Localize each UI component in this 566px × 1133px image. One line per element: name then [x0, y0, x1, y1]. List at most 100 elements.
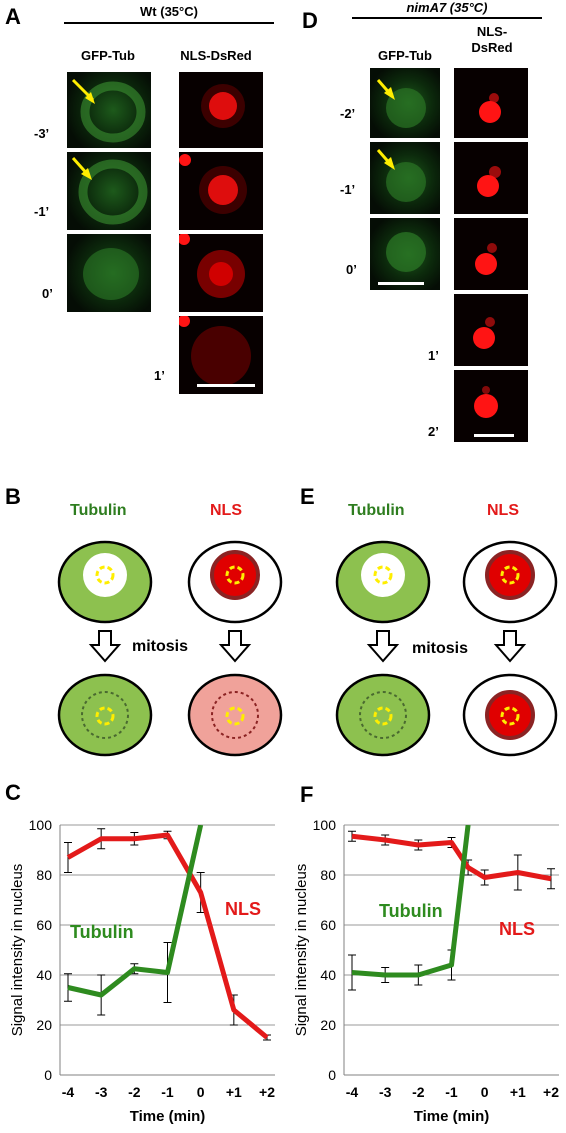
cell-e-tubulin-post: [335, 673, 431, 757]
cell-b-nls-post: [187, 673, 283, 757]
chart-f-ytick-label: 100: [313, 817, 337, 833]
chart-f-label-tubulin: Tubulin: [379, 901, 443, 921]
chart-c-series-nls: [64, 828, 271, 1041]
chart-f-line-tubulin: [351, 825, 471, 978]
diagram-b: [57, 540, 283, 757]
panel-letter-e: E: [300, 484, 315, 509]
chart-f-label-nls: NLS: [499, 919, 535, 939]
panel-a-col-nls: NLS-DsRed: [180, 48, 252, 63]
diagram-b-label-nls: NLS: [210, 502, 242, 519]
chart-f-ytick-label: 60: [320, 917, 336, 933]
panel-letter-b: B: [5, 484, 21, 509]
panel-a-title-rule: [64, 22, 274, 24]
cell-b-tubulin-post: [57, 673, 153, 757]
panel-a-title: Wt (35°C): [140, 4, 198, 19]
micrograph-d-gfp-1: [370, 68, 440, 138]
micrograph-a-nls-1: [179, 72, 263, 148]
arrow-e-nls: [493, 630, 527, 663]
spindle-b-3: [95, 706, 115, 726]
chart-c-xtick-label: +2: [259, 1084, 275, 1100]
chart-c-ytick-label: 0: [44, 1067, 52, 1083]
panel-d-col-nls: NLS-: [476, 24, 508, 39]
chart-c-ytick-label: 20: [36, 1017, 52, 1033]
spindle-e-3: [373, 706, 393, 726]
scale-bar-d-gfp: [378, 282, 424, 285]
chart-c-series-tubulin: [64, 825, 204, 1016]
nucleus-e-tubulin-pre: [361, 553, 405, 597]
timepoint-d-4: 1’: [428, 348, 439, 363]
chart-c-ylabel: Signal intensity in nucleus: [9, 864, 26, 1037]
panel-d-title-rule: [352, 17, 542, 19]
timepoint-d-1: -2’: [340, 106, 356, 121]
chart-c-ytick-label: 60: [36, 917, 52, 933]
panel-d-title: nimA7 (35°C): [406, 0, 488, 15]
micrograph-a-nls-4: [179, 316, 263, 394]
chart-c-label-tubulin: Tubulin: [70, 922, 134, 942]
chart-c-line-tubulin: [67, 825, 204, 998]
chart-f-xlabel: Time (min): [414, 1108, 490, 1125]
chart-c-label-nls: NLS: [225, 899, 261, 919]
timepoint-d-2: -1’: [340, 182, 356, 197]
chart-c-xtick-label: -4: [62, 1084, 75, 1100]
micrograph-d-gfp-2: [370, 142, 440, 214]
chart-f-ytick-label: 20: [320, 1017, 336, 1033]
nucleus-b-tubulin-post: [81, 691, 129, 739]
chart-f-xtick-label: -1: [445, 1084, 458, 1100]
micrograph-d-gfp-3: [370, 218, 440, 290]
spindle-e-1: [373, 565, 393, 585]
timepoint-a-3: 0’: [42, 286, 53, 301]
micrograph-d-nls-4: [454, 294, 528, 366]
micrograph-d-nls-5: [454, 370, 528, 442]
chart-f-xtick-label: +2: [543, 1084, 559, 1100]
diagram-e-label-nls: NLS: [487, 502, 519, 519]
panel-d-col-dsred: DsRed: [471, 40, 513, 55]
micrograph-a-nls-3: [179, 234, 263, 312]
chart-c-xtick-label: -3: [95, 1084, 108, 1100]
chart-f-series-nls: [348, 830, 555, 891]
arrow-e-tubulin: [366, 630, 400, 663]
diagram-e: [335, 540, 558, 757]
nucleus-b-tubulin-pre: [83, 553, 127, 597]
spindle-b-2: [225, 565, 245, 585]
micrograph-d-nls-2: [454, 142, 528, 214]
scale-bar-d-nls: [474, 434, 514, 437]
spindle-b-4: [225, 706, 245, 726]
micrograph-a-gfp-3: [67, 234, 151, 312]
nucleus-e-nls-pre: [485, 550, 535, 600]
chart-f-ytick-label: 80: [320, 867, 336, 883]
timepoint-a-4: 1’: [154, 368, 165, 383]
panel-letter-a: A: [5, 4, 21, 29]
chart-f-ytick-label: 0: [328, 1067, 336, 1083]
micrograph-a-nls-2: [179, 152, 263, 230]
panel-letter-f: F: [300, 782, 314, 807]
timepoint-d-5: 2’: [428, 424, 439, 439]
micrograph-a-gfp-2: [67, 152, 151, 230]
arrow-b-tubulin: [88, 630, 122, 663]
panel-a-col-gfp: GFP-Tub: [81, 48, 135, 63]
chart-c-xtick-label: +1: [226, 1084, 242, 1100]
chart-c-ytick-label: 100: [29, 817, 53, 833]
timepoint-a-2: -1’: [34, 204, 50, 219]
chart-c-xtick-label: -2: [128, 1084, 141, 1100]
chart-c-xlabel: Time (min): [130, 1108, 206, 1125]
chart-f-ylabel: Signal intensity in nucleus: [293, 864, 310, 1037]
chart-f-xtick-label: -4: [346, 1084, 359, 1100]
diagram-e-label-tubulin: Tubulin: [348, 502, 405, 519]
spindle-b-1: [95, 565, 115, 585]
panel-letter-c: C: [5, 780, 21, 805]
chart-c-xtick-label: 0: [197, 1084, 205, 1100]
chart-f-series-tubulin: [348, 825, 471, 991]
panel-letter-d: D: [302, 8, 318, 33]
chart-c-ytick-label: 80: [36, 867, 52, 883]
nucleus-b-nls-pre: [210, 550, 260, 600]
chart-f-xtick-label: 0: [481, 1084, 489, 1100]
diagram-b-label-mitosis: mitosis: [132, 638, 189, 655]
nucleus-b-nls-post: [211, 691, 259, 739]
chart-f-xtick-label: -3: [379, 1084, 392, 1100]
chart-f-xtick-label: +1: [510, 1084, 526, 1100]
timepoint-d-3: 0’: [346, 262, 357, 277]
chart-f-line-nls: [351, 833, 552, 882]
nucleus-e-tubulin-post: [359, 691, 407, 739]
micrograph-a-gfp-1: [67, 72, 151, 148]
